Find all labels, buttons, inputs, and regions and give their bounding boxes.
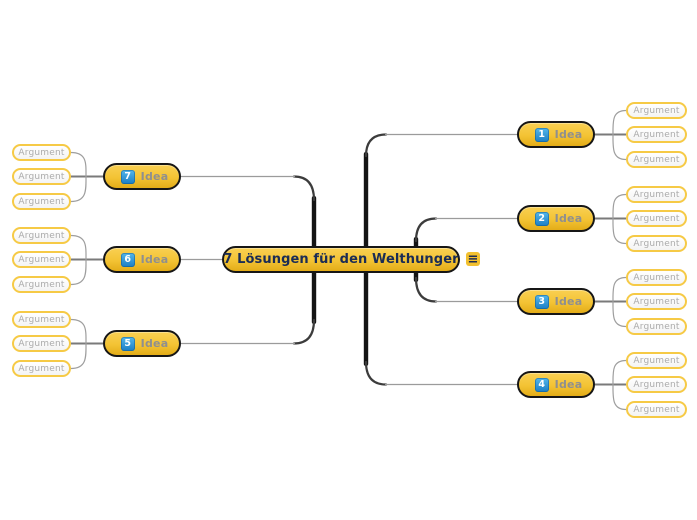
idea-label: Idea (140, 337, 169, 350)
argument-label: Argument (18, 196, 65, 207)
argument-label: Argument (633, 272, 680, 283)
fan-idea-5 (70, 318, 103, 370)
idea-node-6[interactable]: 6 Idea (103, 246, 181, 273)
argument-label: Argument (633, 404, 680, 415)
idea-number-badge: 6 (120, 252, 135, 267)
argument-label: Argument (18, 314, 65, 325)
argument-node-3-1[interactable]: Argument (626, 269, 687, 286)
argument-node-7-3[interactable]: Argument (12, 193, 71, 210)
argument-node-3-3[interactable]: Argument (626, 318, 687, 335)
argument-node-5-2[interactable]: Argument (12, 335, 71, 352)
branch-idea-4 (363, 257, 517, 386)
argument-node-2-1[interactable]: Argument (626, 186, 687, 203)
idea-node-1[interactable]: 1 Idea (517, 121, 595, 148)
central-topic-node[interactable]: 7 Lösungen für den Welthunger (222, 246, 460, 273)
argument-label: Argument (633, 296, 680, 307)
argument-label: Argument (18, 254, 65, 265)
argument-label: Argument (633, 154, 680, 165)
argument-node-7-2[interactable]: Argument (12, 168, 71, 185)
argument-node-4-2[interactable]: Argument (626, 376, 687, 393)
argument-label: Argument (633, 321, 680, 332)
idea-label: Idea (554, 378, 583, 391)
argument-label: Argument (18, 338, 65, 349)
argument-label: Argument (633, 105, 680, 116)
argument-label: Argument (18, 363, 65, 374)
idea-number-badge: 1 (534, 127, 549, 142)
idea-label: Idea (140, 253, 169, 266)
idea-node-3[interactable]: 3 Idea (517, 288, 595, 315)
argument-node-4-1[interactable]: Argument (626, 352, 687, 369)
argument-label: Argument (18, 171, 65, 182)
idea-number-badge: 2 (534, 211, 549, 226)
fan-idea-3 (595, 276, 627, 328)
idea-number-badge: 7 (120, 169, 135, 184)
argument-node-2-3[interactable]: Argument (626, 235, 687, 252)
argument-node-3-2[interactable]: Argument (626, 293, 687, 310)
argument-node-4-3[interactable]: Argument (626, 401, 687, 418)
idea-number-badge: 3 (534, 294, 549, 309)
argument-label: Argument (633, 129, 680, 140)
argument-label: Argument (18, 147, 65, 158)
argument-node-5-3[interactable]: Argument (12, 360, 71, 377)
idea-label: Idea (554, 128, 583, 141)
branch-idea-1 (363, 133, 517, 262)
idea-node-7[interactable]: 7 Idea (103, 163, 181, 190)
idea-number-badge: 4 (534, 377, 549, 392)
argument-node-5-1[interactable]: Argument (12, 311, 71, 328)
argument-node-1-1[interactable]: Argument (626, 102, 687, 119)
argument-node-6-3[interactable]: Argument (12, 276, 71, 293)
argument-label: Argument (633, 379, 680, 390)
menu-icon[interactable]: ≡ (466, 251, 480, 267)
idea-node-5[interactable]: 5 Idea (103, 330, 181, 357)
fan-idea-2 (595, 193, 627, 245)
argument-node-6-2[interactable]: Argument (12, 251, 71, 268)
argument-label: Argument (18, 230, 65, 241)
argument-label: Argument (633, 238, 680, 249)
central-topic-label: 7 Lösungen für den Welthunger (223, 252, 459, 267)
argument-node-1-2[interactable]: Argument (626, 126, 687, 143)
argument-label: Argument (633, 189, 680, 200)
fan-idea-4 (595, 359, 627, 411)
fan-idea-7 (70, 151, 103, 203)
fan-idea-1 (595, 109, 627, 161)
idea-label: Idea (554, 295, 583, 308)
argument-node-1-3[interactable]: Argument (626, 151, 687, 168)
idea-label: Idea (554, 212, 583, 225)
idea-label: Idea (140, 170, 169, 183)
idea-number-badge: 5 (120, 336, 135, 351)
argument-label: Argument (18, 279, 65, 290)
idea-node-4[interactable]: 4 Idea (517, 371, 595, 398)
argument-label: Argument (633, 213, 680, 224)
argument-label: Argument (633, 355, 680, 366)
idea-node-2[interactable]: 2 Idea (517, 205, 595, 232)
argument-node-6-1[interactable]: Argument (12, 227, 71, 244)
argument-node-7-1[interactable]: Argument (12, 144, 71, 161)
fan-idea-6 (70, 234, 103, 286)
argument-node-2-2[interactable]: Argument (626, 210, 687, 227)
